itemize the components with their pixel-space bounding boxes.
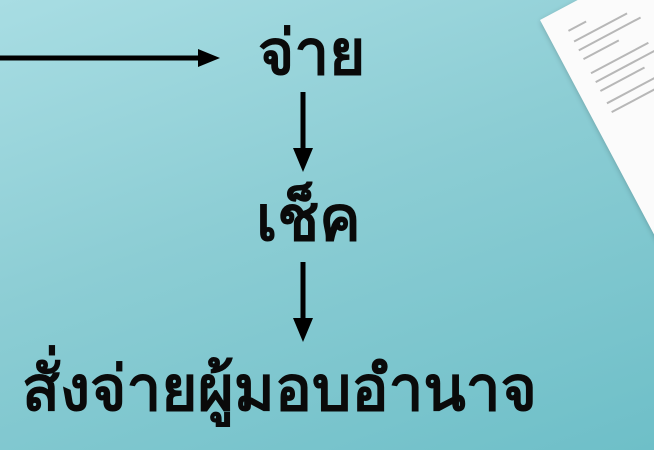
arrow-check-to-order [293, 262, 313, 342]
node-check: เช็ค [256, 182, 361, 255]
arrow-into-pay [0, 49, 220, 67]
node-pay: จ่าย [258, 16, 366, 89]
node-order: สั่งจ่ายผู้มอบอำนาจ [22, 352, 537, 425]
arrow-pay-to-check [293, 92, 313, 172]
